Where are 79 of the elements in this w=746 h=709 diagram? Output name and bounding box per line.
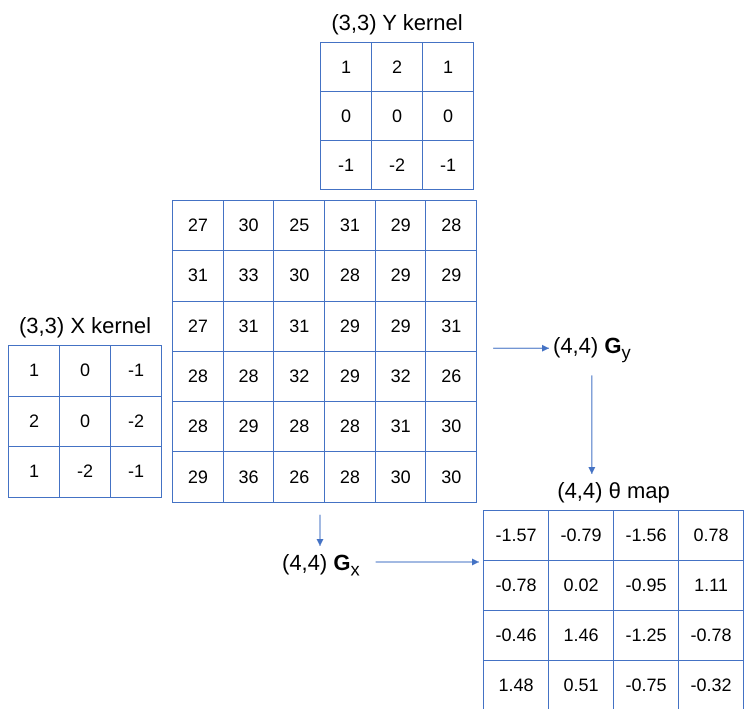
matrix-value: 29 bbox=[390, 215, 411, 236]
matrix-value: 31 bbox=[340, 215, 360, 236]
matrix-value: 28 bbox=[188, 416, 208, 438]
matrix-value: 28 bbox=[188, 366, 208, 388]
arrow bbox=[375, 558, 480, 566]
matrix-value: 28 bbox=[238, 366, 259, 388]
matrix-value: 1 bbox=[28, 360, 39, 382]
matrix-value: -1.56 bbox=[625, 525, 667, 546]
matrix-value: 30 bbox=[441, 466, 462, 488]
output-label: (4,4) G$_{y}$ bbox=[553, 333, 631, 364]
matrix-value: 29 bbox=[441, 265, 462, 286]
matrix-value: 31 bbox=[441, 316, 462, 337]
matrix-value: -2 bbox=[76, 461, 93, 482]
matrix-value: 27 bbox=[188, 215, 208, 236]
matrix-value: -0.78 bbox=[495, 575, 537, 596]
matrix-value: -2 bbox=[388, 154, 405, 176]
matrix-value: 31 bbox=[390, 416, 411, 438]
matrix-value: 30 bbox=[441, 416, 462, 438]
matrix-value: 29 bbox=[390, 265, 411, 286]
matrix-value: 30 bbox=[390, 466, 411, 488]
matrix-value: -0.75 bbox=[625, 675, 667, 696]
matrix-value: -0.79 bbox=[560, 525, 602, 546]
matrix-value: 31 bbox=[289, 316, 310, 337]
matrix-value: 0 bbox=[80, 360, 90, 382]
matrix-value: 30 bbox=[238, 215, 259, 236]
matrix-title: (3,3) X kernel bbox=[18, 313, 152, 339]
matrix-value: -1 bbox=[338, 154, 354, 176]
matrix-value: 26 bbox=[289, 466, 310, 488]
matrix-value: 0 bbox=[80, 410, 90, 432]
matrix-value: -1.57 bbox=[495, 525, 537, 546]
matrix-value: 2 bbox=[392, 56, 402, 78]
matrix-value: -0.46 bbox=[495, 625, 537, 646]
matrix-value: 1.11 bbox=[694, 575, 728, 596]
matrix-value: 33 bbox=[238, 265, 259, 286]
matrix-value: 31 bbox=[238, 316, 259, 337]
arrow bbox=[588, 374, 596, 474]
matrix-value: -0.95 bbox=[625, 575, 667, 596]
matrix-value: 28 bbox=[340, 466, 360, 488]
matrix-value: 28 bbox=[289, 416, 310, 438]
matrix-value: 0.78 bbox=[693, 525, 729, 546]
matrix-value: -0.32 bbox=[690, 675, 732, 696]
matrix-value: 0 bbox=[442, 106, 453, 126]
arrow bbox=[316, 514, 324, 546]
matrix-value: 29 bbox=[188, 466, 208, 488]
matrix-value: 28 bbox=[441, 215, 462, 236]
matrix-value: 0 bbox=[392, 106, 402, 126]
matrix-value: 1 bbox=[340, 56, 351, 78]
matrix-value: 28 bbox=[340, 416, 360, 438]
matrix-value: 1 bbox=[442, 56, 453, 78]
matrix-value: 1 bbox=[28, 461, 39, 482]
matrix-value: 30 bbox=[289, 265, 310, 286]
matrix-value: 0.51 bbox=[563, 675, 599, 696]
matrix-value: 25 bbox=[289, 215, 310, 236]
matrix-value: 32 bbox=[390, 366, 411, 388]
matrix-value: 0 bbox=[340, 106, 351, 126]
matrix-value: -1.25 bbox=[625, 625, 667, 646]
matrix-value: 0.02 bbox=[563, 575, 599, 596]
matrix-value: 29 bbox=[340, 366, 360, 388]
matrix-title: (4,4) θ map bbox=[556, 478, 671, 504]
matrix-value: -2 bbox=[128, 410, 144, 432]
matrix-value: 32 bbox=[289, 366, 310, 388]
matrix-value: -1 bbox=[440, 154, 456, 176]
matrix-value: 28 bbox=[340, 265, 360, 286]
matrix-value: 27 bbox=[188, 316, 208, 337]
arrow bbox=[492, 344, 550, 352]
matrix-value: 2 bbox=[28, 410, 39, 432]
matrix-value: 29 bbox=[390, 316, 411, 337]
output-label: (4,4) G$_{x}$ bbox=[282, 550, 360, 580]
matrix-title: (3,3) Y kernel bbox=[330, 10, 464, 36]
matrix-value: 29 bbox=[340, 316, 360, 337]
matrix-value: 36 bbox=[238, 466, 259, 488]
matrix-value: 29 bbox=[238, 416, 259, 438]
matrix-value: 31 bbox=[188, 265, 208, 286]
matrix-value: -0.78 bbox=[690, 625, 732, 646]
matrix-value: -1 bbox=[128, 360, 144, 382]
matrix-value: 1.46 bbox=[563, 625, 599, 646]
matrix-value: -1 bbox=[128, 461, 144, 482]
matrix-value: 26 bbox=[441, 366, 462, 388]
matrix-value: 1.48 bbox=[498, 675, 534, 696]
